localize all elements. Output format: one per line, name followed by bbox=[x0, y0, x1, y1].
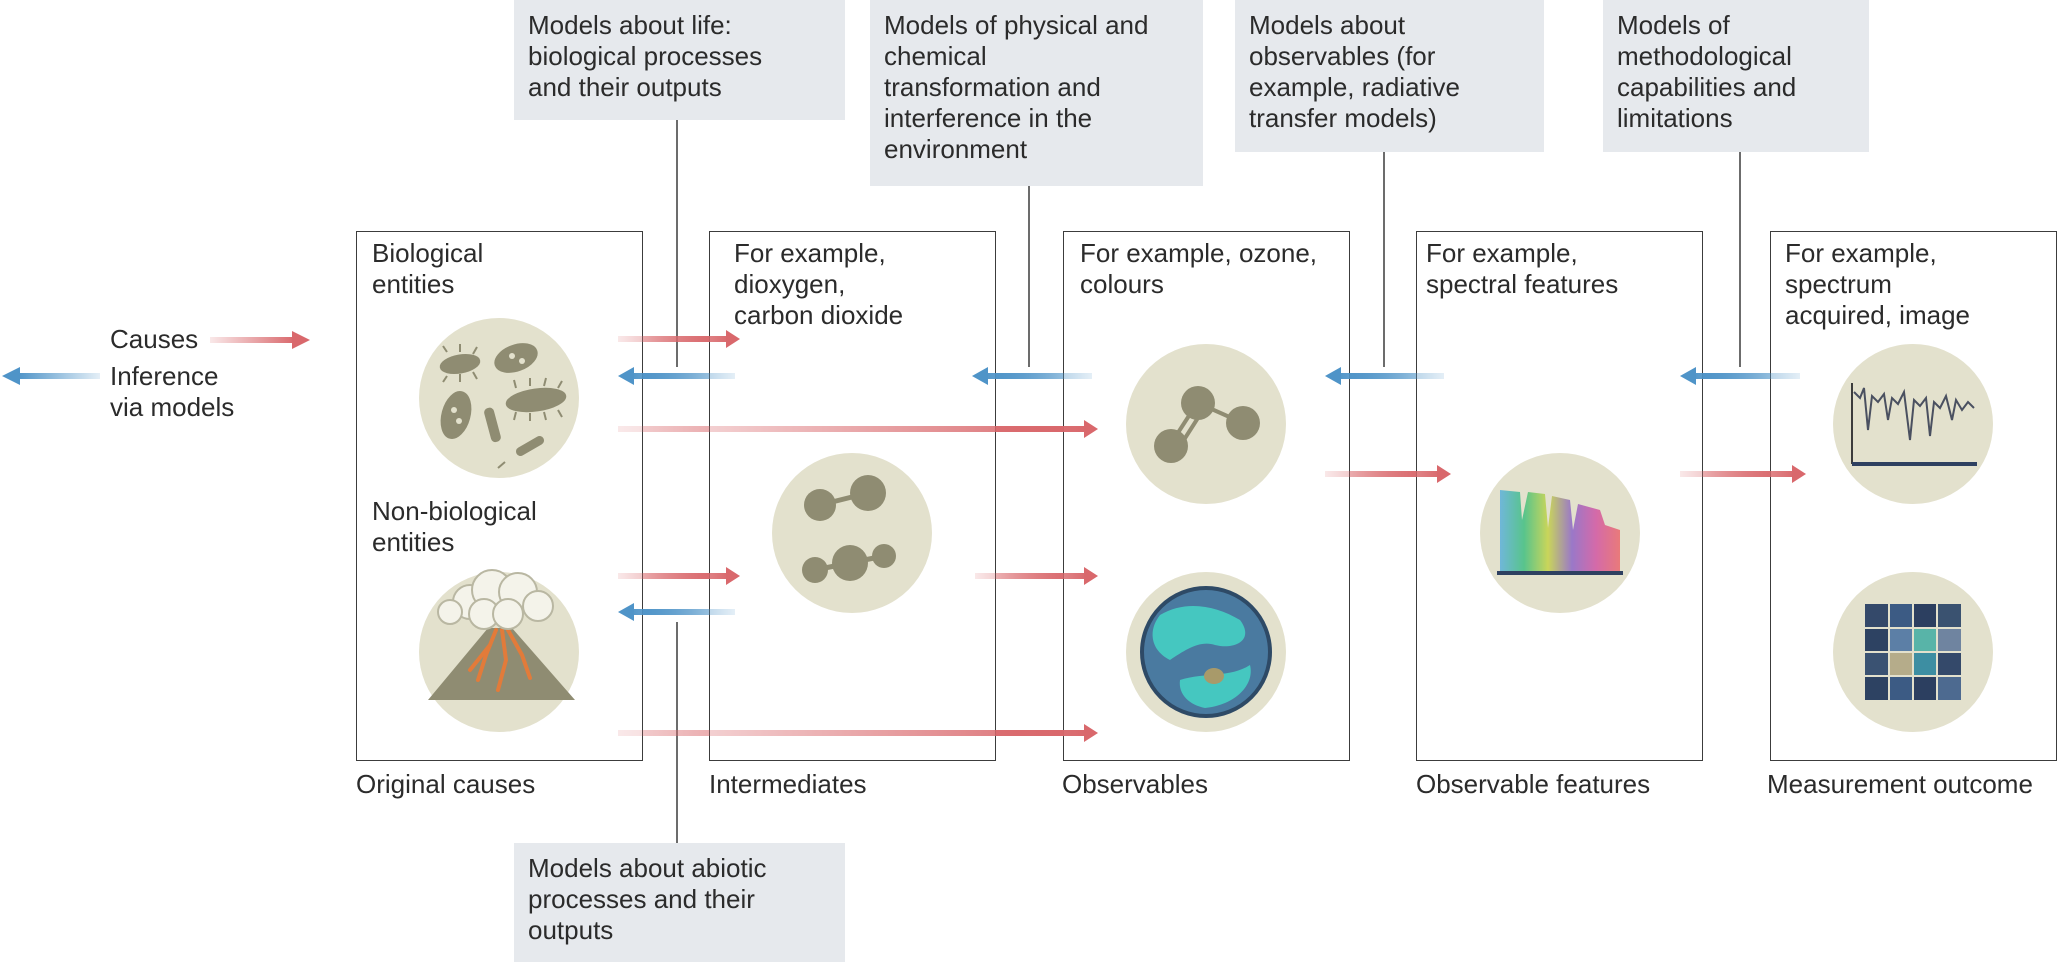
legend-inference-arrow bbox=[2, 367, 100, 385]
note-models-about-observables: Models about observables (for example, r… bbox=[1235, 0, 1544, 152]
non-biological-entities-label: Non-biological entities bbox=[372, 496, 537, 557]
note-models-about-life: Models about life: biological processes … bbox=[514, 0, 845, 120]
stage-observables bbox=[1063, 231, 1350, 761]
biological-entities-label: Biological entities bbox=[372, 238, 484, 299]
stage-label-original-causes: Original causes bbox=[356, 769, 536, 799]
intermediates-example: For example, dioxygen, carbon dioxide bbox=[734, 238, 904, 330]
stage-label-measurement-outcome: Measurement outcome bbox=[1767, 769, 2033, 799]
note-models-physical-chemical: Models of physical and chemical transfor… bbox=[870, 0, 1203, 186]
stage-observable-features bbox=[1416, 231, 1703, 761]
note-models-about-abiotic: Models about abiotic processes and their… bbox=[514, 843, 845, 962]
stage-label-observables: Observables bbox=[1062, 769, 1208, 799]
legend-inference-label: Inference via models bbox=[110, 361, 235, 422]
observable-features-example: For example, spectral features bbox=[1426, 238, 1619, 299]
legend-causes-arrow bbox=[210, 331, 310, 349]
note-models-methodological: Models of methodological capabilities an… bbox=[1603, 0, 1869, 152]
stage-label-intermediates: Intermediates bbox=[709, 769, 867, 799]
legend-causes-label: Causes bbox=[110, 324, 199, 354]
measurement-outcome-example: For example, spectrum acquired, image bbox=[1785, 238, 1970, 330]
stage-label-observable-features: Observable features bbox=[1416, 769, 1651, 799]
observables-example: For example, ozone, colours bbox=[1080, 238, 1318, 299]
